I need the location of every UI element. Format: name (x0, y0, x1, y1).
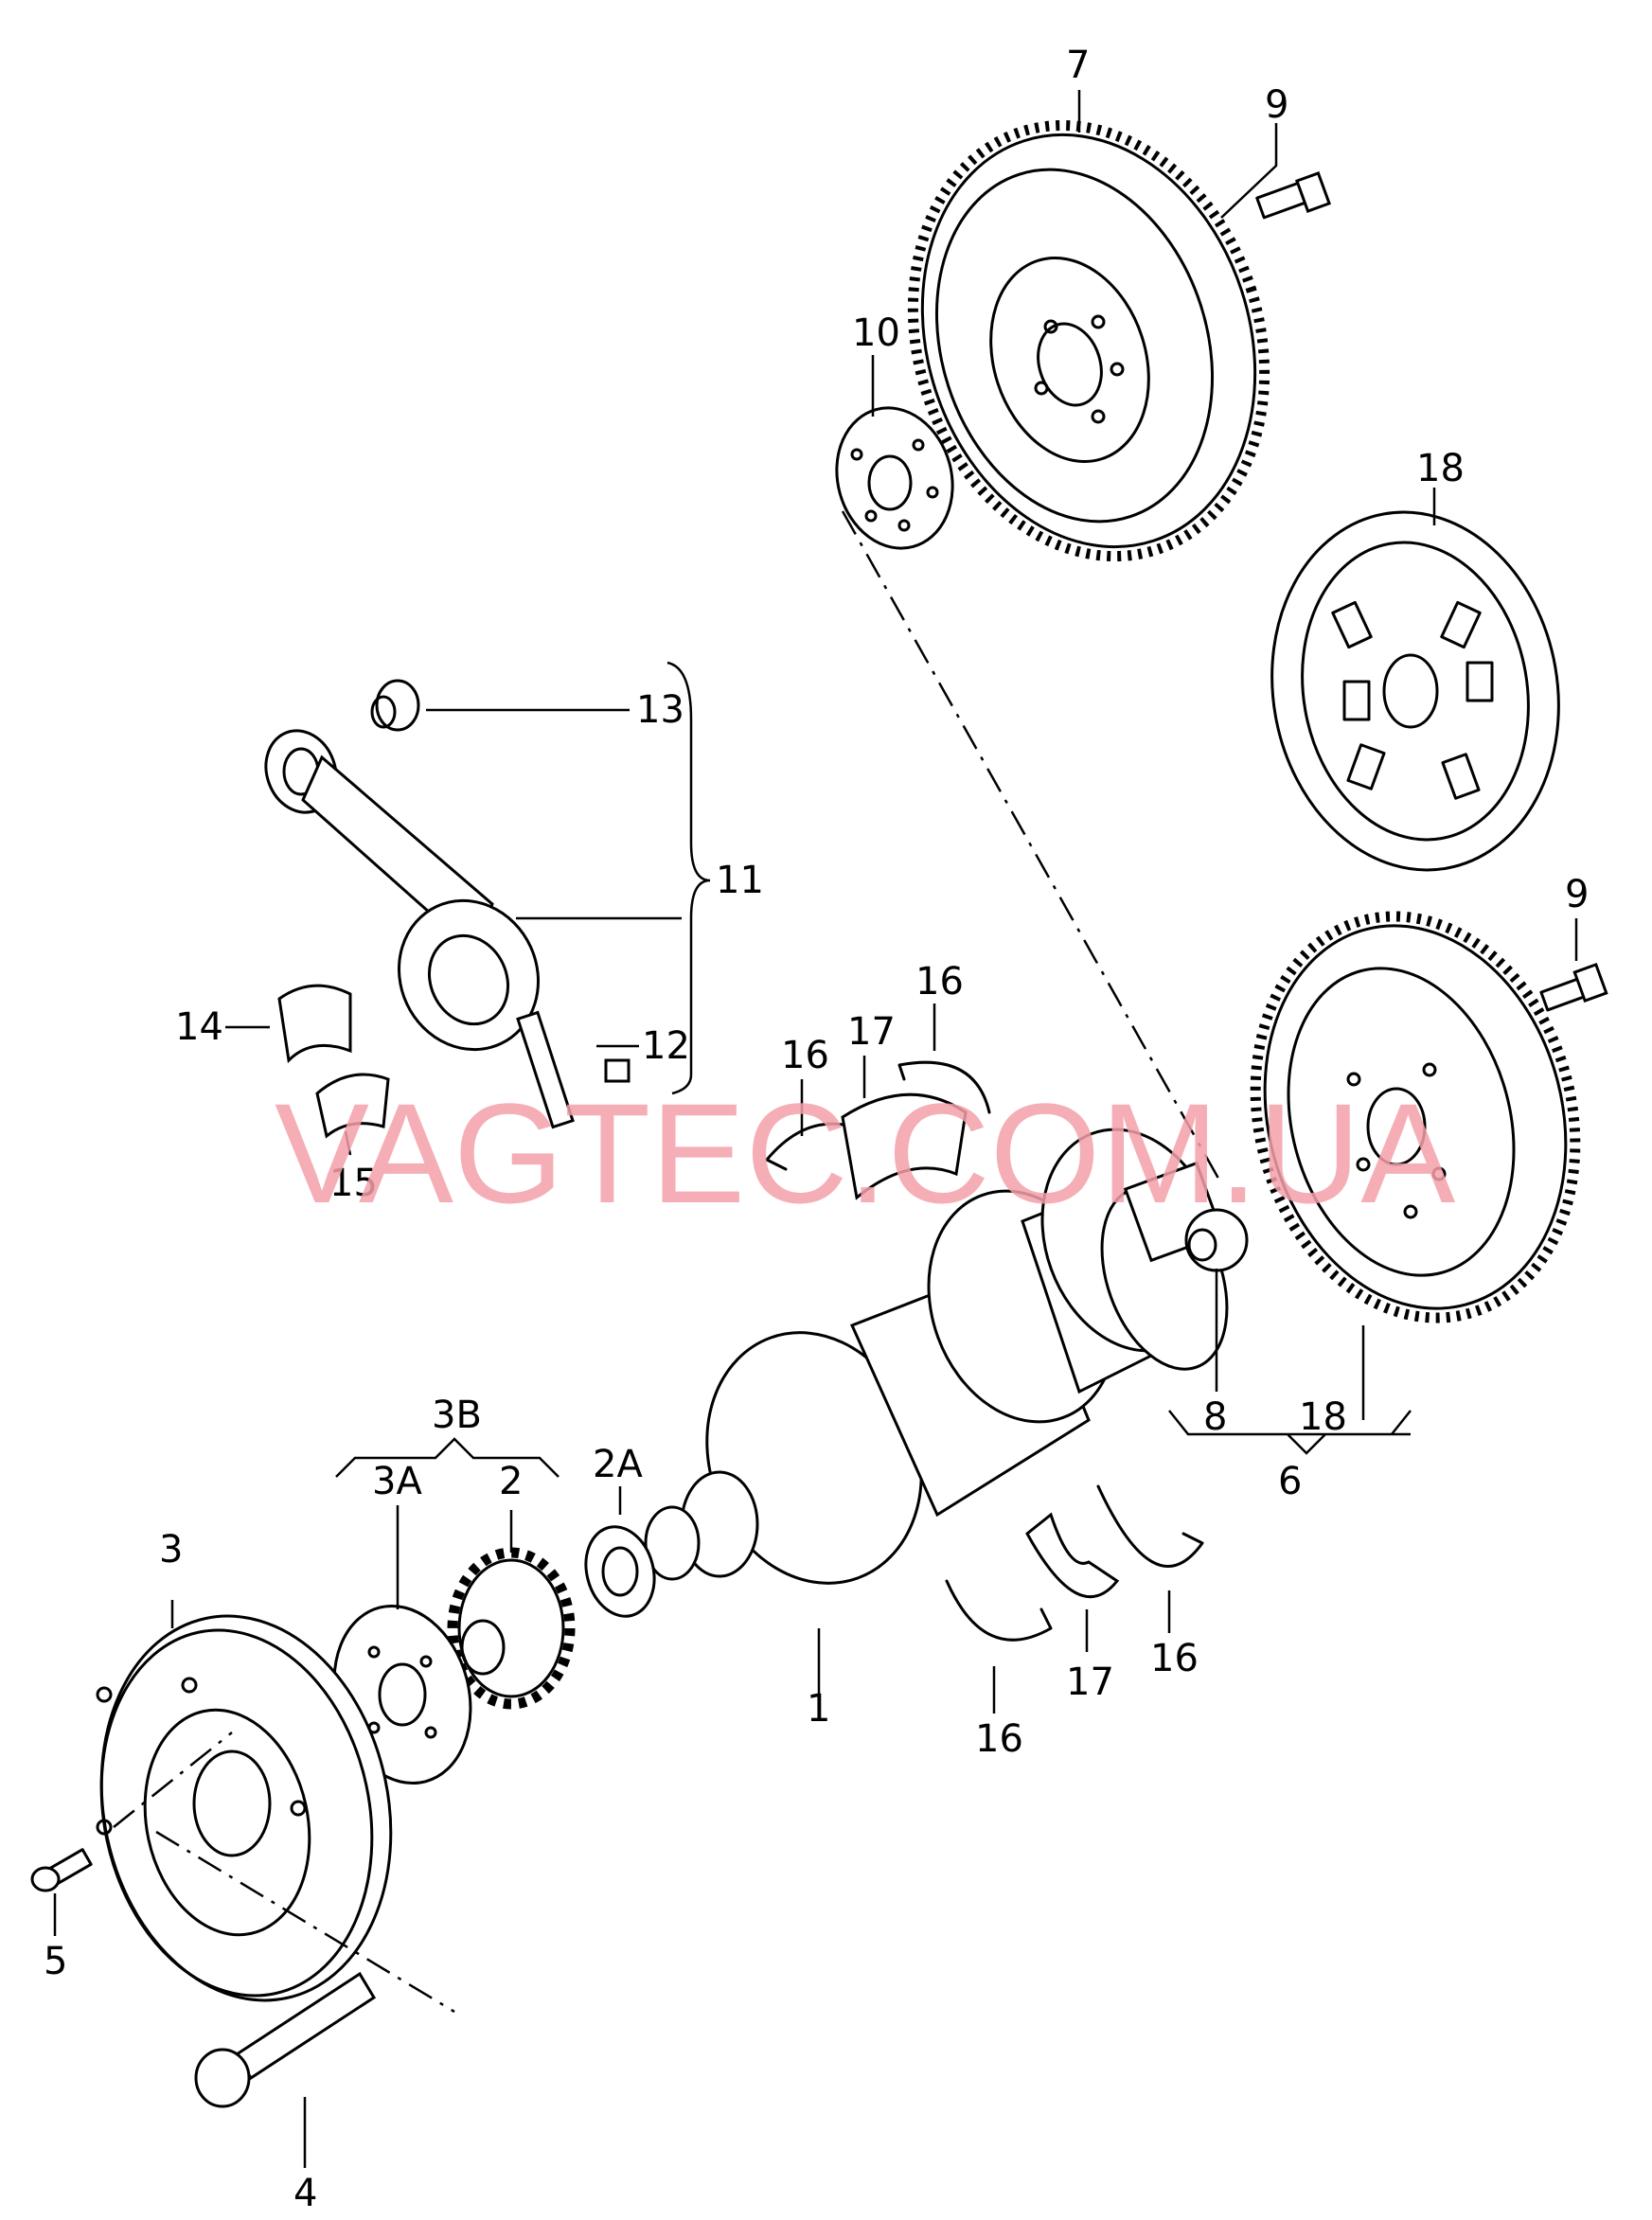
watermark: VAGTEC.COM.UA (275, 1074, 1455, 1233)
bushing-part-13[interactable] (370, 679, 420, 732)
plate-part-10[interactable] (822, 395, 968, 561)
alignment-line-flywheel (841, 510, 1223, 1184)
bearing-shell-part-17-lower[interactable] (1025, 1512, 1120, 1599)
callout-7: 7 (1066, 44, 1090, 87)
bearing-shell-part-14[interactable] (277, 984, 352, 1064)
callout-labels: 7 9 10 18 13 11 12 14 15 16 17 16 9 8 18… (44, 44, 1589, 2215)
bearing-shell-part-16-lower-right[interactable] (1096, 1484, 1204, 1568)
alignment-line-damper (155, 1830, 455, 2014)
callout-2: 2 (499, 1460, 523, 1503)
bolt-part-9-top[interactable] (1255, 170, 1332, 220)
callout-1: 1 (807, 1687, 830, 1731)
callout-16-lower-right: 16 (1150, 1637, 1199, 1680)
callout-6: 6 (1278, 1460, 1302, 1503)
callout-16-upper-right: 16 (915, 960, 964, 1003)
connecting-rod-part-11[interactable] (255, 720, 562, 1073)
timing-gear-part-2[interactable] (447, 1547, 576, 1710)
callout-18-lower: 18 (1299, 1395, 1347, 1439)
bearing-shell-part-16-lower-left[interactable] (945, 1579, 1053, 1642)
callout-5: 5 (44, 1940, 67, 1983)
bearing-shell-part-17-upper[interactable] (841, 1092, 968, 1200)
bolt-part-9-lower[interactable] (1539, 962, 1608, 1012)
bolt-part-12[interactable] (516, 1010, 631, 1129)
alignment-line-damper-bolt (113, 1732, 233, 1828)
leader-lines (53, 90, 1578, 2168)
bolt-part-4[interactable] (194, 1971, 377, 2108)
flywheel-part-18-lower[interactable] (1212, 880, 1619, 1355)
washer-part-2a[interactable] (577, 1519, 664, 1625)
callout-12: 12 (642, 1024, 690, 1068)
callout-13: 13 (636, 688, 684, 732)
callout-11: 11 (716, 859, 764, 902)
callout-2a: 2A (593, 1443, 643, 1486)
vibration-damper-part-3[interactable] (67, 1589, 426, 2027)
flywheel-part-7[interactable] (859, 80, 1319, 603)
bushing-part-8[interactable] (1184, 1208, 1249, 1272)
bolt-part-5[interactable] (30, 1848, 93, 1892)
callout-9-top: 9 (1265, 83, 1288, 127)
callout-16-lower-left: 16 (975, 1717, 1023, 1761)
callout-3: 3 (159, 1528, 183, 1572)
clutch-disc-part-18[interactable] (1244, 489, 1586, 893)
callout-10: 10 (852, 311, 900, 355)
bearing-shell-part-15[interactable] (315, 1073, 390, 1139)
callout-18-top: 18 (1416, 447, 1465, 490)
callout-14: 14 (175, 1005, 223, 1049)
callout-4: 4 (293, 2172, 317, 2215)
callout-16-upper-left: 16 (781, 1034, 829, 1077)
bearing-shell-part-16-upper-right[interactable] (897, 1060, 991, 1114)
callout-15: 15 (329, 1162, 378, 1205)
callout-8: 8 (1203, 1395, 1227, 1439)
callout-17-upper: 17 (847, 1010, 896, 1054)
callout-3b: 3B (432, 1394, 482, 1437)
callout-3a: 3A (372, 1460, 422, 1503)
callout-17-lower: 17 (1066, 1661, 1114, 1704)
callout-9-lower: 9 (1565, 873, 1589, 916)
